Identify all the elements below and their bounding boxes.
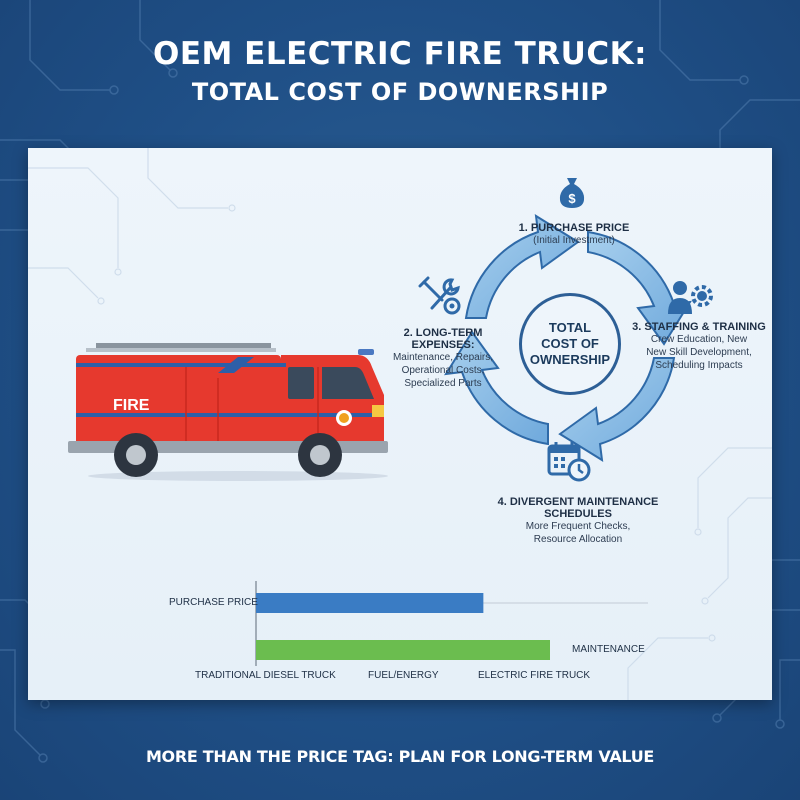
total-cost-circle: TOTAL COST OF OWNERSHIP — [519, 293, 621, 395]
step-3-line-2: New Skill Development, — [646, 347, 752, 358]
step-staffing-training: 3. STAFFING & TRAINING Crew Education, N… — [626, 321, 772, 372]
fire-truck-illustration: FIRE — [68, 343, 388, 481]
step-2-line-1: Maintenance, Repairs, — [392, 352, 494, 363]
step-long-term-expenses: 2. LONG-TERM EXPENSES: Maintenance, Repa… — [373, 327, 513, 390]
step-4-line-1: More Frequent Checks, — [525, 521, 631, 532]
cost-bar-chart — [255, 581, 648, 666]
step-3-line-3: Scheduling Impacts — [655, 360, 743, 371]
step-1-title: 1. PURCHASE PRICE — [518, 222, 630, 234]
maintenance-bar — [256, 640, 550, 660]
step-2-line-3: Specialized Parts — [404, 378, 482, 389]
title-line-2: TOTAL COST OF DOWNERSHIP — [191, 78, 609, 106]
footer-tagline: MORE THAN THE PRICE TAG: PLAN FOR LONG-T… — [145, 747, 655, 766]
center-line-1: TOTAL — [548, 320, 592, 335]
step-2-title: 2. LONG-TERM EXPENSES: — [403, 327, 483, 351]
step-maintenance-schedules: 4. DIVERGENT MAINTENANCE SCHEDULES More … — [468, 496, 688, 546]
purchase-price-bar — [256, 593, 484, 613]
step-4-line-2: Resource Allocation — [533, 534, 623, 545]
title-line-1: OEM ELECTRIC FIRE TRUCK: — [152, 36, 648, 72]
calendar-clock-icon — [547, 442, 591, 482]
infographic-card: FIRE TOTAL COST OF OWNERSHIP $ 1. PURCHA… — [28, 148, 772, 700]
step-3-title: 3. STAFFING & TRAINING — [632, 321, 766, 333]
x-label-fuel: FUEL/ENERGY — [368, 670, 439, 681]
step-2-line-2: Operational Costs, — [401, 365, 485, 376]
step-4-title: 4. DIVERGENT MAINTENANCE SCHEDULES — [497, 496, 659, 520]
maintenance-label: MAINTENANCE — [572, 644, 645, 655]
purchase-price-label: PURCHASE PRICE — [169, 597, 258, 608]
money-bag-icon: $ — [559, 178, 585, 208]
step-purchase-price: 1. PURCHASE PRICE (Initial Investment) — [498, 222, 650, 247]
truck-fire-label: FIRE — [113, 397, 150, 414]
card-circuit-decoration — [28, 148, 772, 700]
x-label-electric: ELECTRIC FIRE TRUCK — [478, 670, 591, 681]
step-3-line-1: Crew Education, New — [650, 334, 748, 345]
center-line-3: OWNERSHIP — [529, 352, 611, 367]
step-1-line-1: (Initial Investment) — [533, 235, 615, 246]
x-label-diesel: TRADITIONAL DIESEL TRUCK — [195, 670, 336, 681]
staff-gear-icon — [668, 281, 713, 314]
svg-text:$: $ — [568, 191, 576, 206]
tools-icon — [418, 276, 461, 315]
center-line-2: COST OF — [541, 336, 599, 351]
cycle-arrows — [444, 214, 692, 462]
